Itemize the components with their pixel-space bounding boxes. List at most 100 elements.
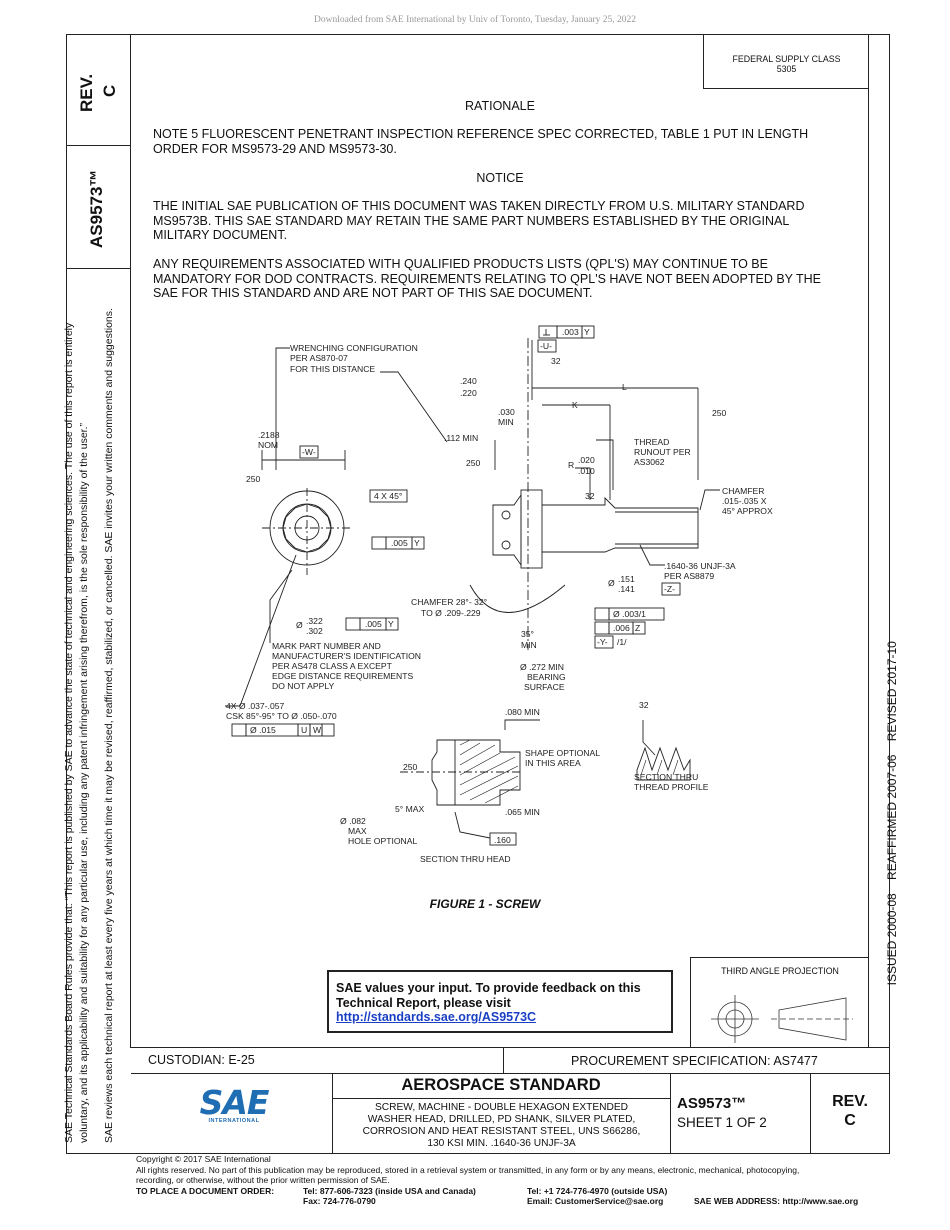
svg-text:PER AS870-07: PER AS870-07 bbox=[290, 353, 348, 363]
sae-logo: SAE INTERNATIONAL bbox=[198, 1083, 270, 1124]
title-underline bbox=[332, 1098, 671, 1100]
dim-flatness: .003 bbox=[562, 327, 579, 337]
svg-text:5° MAX: 5° MAX bbox=[395, 804, 424, 814]
title-divider-1 bbox=[332, 1073, 334, 1154]
order-label: TO PLACE A DOCUMENT ORDER: bbox=[136, 1186, 275, 1196]
svg-text:.2188: .2188 bbox=[258, 430, 280, 440]
svg-text:250: 250 bbox=[403, 762, 418, 772]
svg-text:.220: .220 bbox=[460, 388, 477, 398]
svg-text:Ø .272 MIN: Ø .272 MIN bbox=[520, 662, 564, 672]
sheet-number: SHEET 1 OF 2 bbox=[677, 1115, 767, 1130]
svg-text:K: K bbox=[572, 400, 578, 410]
order-email[interactable]: Email: CustomerService@sae.org bbox=[527, 1196, 664, 1206]
procurement-spec: PROCUREMENT SPECIFICATION: AS7477 bbox=[571, 1054, 818, 1068]
page-frame bbox=[66, 34, 890, 1154]
supply-class-label: FEDERAL SUPPLY CLASS bbox=[732, 54, 841, 64]
datum-u: -U- bbox=[540, 341, 552, 351]
svg-text:35°: 35° bbox=[521, 629, 534, 639]
svg-text:4 X 45°: 4 X 45° bbox=[374, 491, 402, 501]
sae-web-address[interactable]: SAE WEB ADDRESS: http://www.sae.org bbox=[694, 1196, 859, 1206]
svg-text:.240: .240 bbox=[460, 376, 477, 386]
svg-text:-Y-: -Y- bbox=[597, 637, 608, 647]
svg-text:NOM: NOM bbox=[258, 440, 278, 450]
custodian-divider bbox=[503, 1047, 505, 1074]
svg-text:MAX: MAX bbox=[348, 826, 367, 836]
feedback-link[interactable]: http://standards.sae.org/AS9573C bbox=[336, 1010, 537, 1024]
feedback-box: SAE values your input. To provide feedba… bbox=[327, 970, 673, 1033]
title-rev-value: C bbox=[844, 1112, 856, 1129]
svg-text:THREAD PROFILE: THREAD PROFILE bbox=[634, 782, 709, 792]
title-doc-number: AS9573™ bbox=[677, 1095, 747, 1112]
svg-text:.322: .322 bbox=[306, 616, 323, 626]
sae-logo-mark: SAE bbox=[199, 1083, 270, 1122]
footer: Copyright © 2017 SAE International All r… bbox=[136, 1154, 896, 1186]
svg-text:.010: .010 bbox=[578, 466, 595, 476]
rights-line-1: All rights reserved. No part of this pub… bbox=[136, 1164, 800, 1175]
projection-symbol bbox=[711, 995, 853, 1043]
wrenching-note: WRENCHING CONFIGURATION bbox=[290, 343, 418, 353]
rationale-heading: RATIONALE bbox=[465, 99, 535, 113]
standard-description: SCREW, MACHINE - DOUBLE HEXAGON EXTENDED… bbox=[362, 1102, 641, 1149]
standard-title: AEROSPACE STANDARD bbox=[401, 1076, 601, 1094]
svg-text:.030: .030 bbox=[498, 407, 515, 417]
svg-text:CSK 85°-95° TO Ø .050-.070: CSK 85°-95° TO Ø .050-.070 bbox=[226, 711, 337, 721]
svg-text:MANUFACTURER'S IDENTIFICATION: MANUFACTURER'S IDENTIFICATION bbox=[272, 651, 421, 661]
svg-text:.141: .141 bbox=[618, 584, 635, 594]
svg-text:PER AS8879: PER AS8879 bbox=[664, 571, 714, 581]
copyright: Copyright © 2017 SAE International bbox=[136, 1154, 271, 1164]
svg-text:TO Ø .209-.229: TO Ø .209-.229 bbox=[421, 608, 481, 618]
datum-w: -W- bbox=[302, 447, 316, 457]
svg-text:.015-.035 X: .015-.035 X bbox=[722, 496, 767, 506]
svg-text:THREAD: THREAD bbox=[634, 437, 669, 447]
svg-text:.302: .302 bbox=[306, 626, 323, 636]
third-angle-label: THIRD ANGLE PROJECTION bbox=[721, 966, 839, 976]
svg-text:.005: .005 bbox=[365, 619, 382, 629]
right-strip-divider bbox=[868, 34, 870, 1048]
svg-text:FOR THIS DISTANCE: FOR THIS DISTANCE bbox=[290, 364, 375, 374]
svg-text:32: 32 bbox=[585, 491, 595, 501]
figure-caption: FIGURE 1 - SCREW bbox=[429, 897, 541, 911]
svg-text:IN THIS AREA: IN THIS AREA bbox=[525, 758, 581, 768]
title-rev-label: REV. bbox=[832, 1093, 868, 1110]
svg-text:.151: .151 bbox=[618, 574, 635, 584]
svg-text:.020: .020 bbox=[578, 455, 595, 465]
supply-class-box: FEDERAL SUPPLY CLASS 5305 bbox=[703, 34, 869, 89]
svg-text:.006: .006 bbox=[613, 623, 630, 633]
svg-text:250: 250 bbox=[246, 474, 261, 484]
notice-para-2: ANY REQUIREMENTS ASSOCIATED WITH QUALIFI… bbox=[153, 257, 822, 300]
svg-text:Z: Z bbox=[635, 623, 640, 633]
svg-text:L: L bbox=[622, 382, 627, 392]
svg-text:Y: Y bbox=[414, 538, 420, 548]
mark-note: MARK PART NUMBER AND bbox=[272, 641, 381, 651]
section-head-label: SECTION THRU HEAD bbox=[420, 854, 511, 864]
svg-text:Ø: Ø bbox=[296, 620, 303, 630]
notice-heading: NOTICE bbox=[476, 171, 524, 185]
svg-text:250: 250 bbox=[466, 458, 481, 468]
notice-para-1: THE INITIAL SAE PUBLICATION OF THIS DOCU… bbox=[153, 199, 805, 242]
order-tel-us: Tel: 877-606-7323 (inside USA and Canada… bbox=[303, 1186, 476, 1196]
svg-text:R: R bbox=[568, 460, 574, 470]
title-divider-3 bbox=[810, 1073, 812, 1154]
svg-text:W: W bbox=[313, 725, 322, 735]
svg-text:.065 MIN: .065 MIN bbox=[505, 807, 540, 817]
custodian-row-top bbox=[131, 1047, 890, 1049]
svg-text:.160: .160 bbox=[494, 835, 511, 845]
supply-class-value: 5305 bbox=[776, 64, 797, 74]
svg-text:.112 MIN: .112 MIN bbox=[444, 433, 478, 443]
title-divider-2 bbox=[670, 1073, 672, 1154]
svg-text:Ø .003/1: Ø .003/1 bbox=[613, 609, 646, 619]
svg-text:BEARING: BEARING bbox=[527, 672, 566, 682]
svg-text:U: U bbox=[301, 725, 307, 735]
svg-text:RUNOUT PER: RUNOUT PER bbox=[634, 447, 691, 457]
left-panel-divider bbox=[130, 34, 132, 1048]
svg-text:DO NOT APPLY: DO NOT APPLY bbox=[272, 681, 335, 691]
svg-text:SHAPE OPTIONAL: SHAPE OPTIONAL bbox=[525, 748, 600, 758]
download-header: Downloaded from SAE International by Uni… bbox=[313, 15, 637, 25]
svg-text:AS3062: AS3062 bbox=[634, 457, 665, 467]
svg-text:MIN: MIN bbox=[521, 640, 537, 650]
svg-text:SURFACE: SURFACE bbox=[524, 682, 565, 692]
svg-text:MIN: MIN bbox=[498, 417, 514, 427]
svg-text:4X Ø .037-.057: 4X Ø .037-.057 bbox=[226, 701, 285, 711]
feedback-line-2: Technical Report, please visit bbox=[336, 995, 511, 1010]
custodian-row-bottom bbox=[131, 1073, 890, 1075]
